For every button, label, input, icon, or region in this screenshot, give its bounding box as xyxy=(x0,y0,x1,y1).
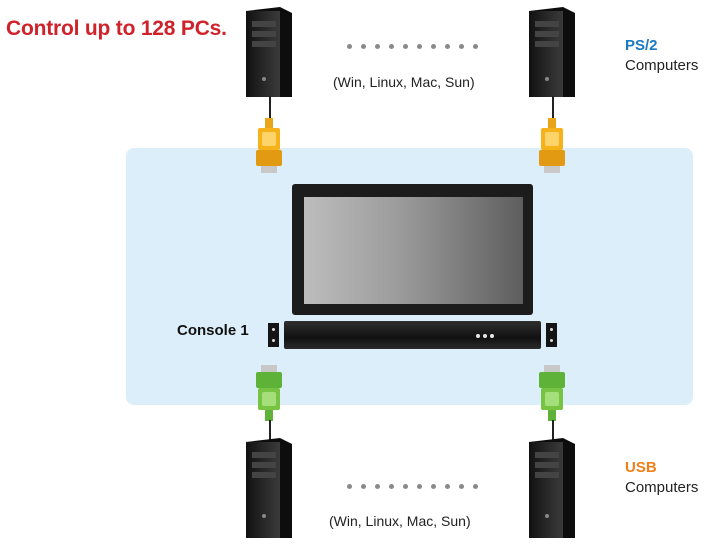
top-right-cable xyxy=(552,96,554,124)
tower-pc-icon xyxy=(529,7,575,97)
tower-pc-icon xyxy=(529,438,575,538)
vga-connector-icon xyxy=(256,118,282,173)
ps2-computers-label: PS/2 Computers xyxy=(625,36,698,76)
tower-pc-icon xyxy=(246,438,292,538)
usb-computers-text: Computers xyxy=(625,479,699,496)
os-label-top: (Win, Linux, Mac, Sun) xyxy=(333,74,475,90)
ps2-tag: PS/2 xyxy=(625,37,658,54)
tower-pc-icon xyxy=(246,7,292,97)
kvm-led xyxy=(490,334,494,338)
usb-tag: USB xyxy=(625,459,657,476)
rack-ear-left xyxy=(268,323,279,347)
more-computers-dots-top xyxy=(347,44,487,49)
ps2-computers-text: Computers xyxy=(625,57,699,74)
kvm-led xyxy=(476,334,480,338)
more-computers-dots-bottom xyxy=(347,484,487,489)
kvm-led xyxy=(483,334,487,338)
usb-computers-label: USB Computers xyxy=(625,458,698,498)
diagram-title: Control up to 128 PCs. xyxy=(6,17,227,40)
usb-connector-icon xyxy=(256,365,282,421)
console-label: Console 1 xyxy=(177,322,249,339)
monitor-screen xyxy=(304,197,523,304)
usb-connector-icon xyxy=(539,365,565,421)
rack-ear-right xyxy=(546,323,557,347)
bottom-right-cable xyxy=(552,420,554,442)
lcd-monitor-icon xyxy=(292,184,533,315)
kvm-drawer-icon xyxy=(284,321,541,349)
bottom-left-cable xyxy=(269,420,271,442)
vga-connector-icon xyxy=(539,118,565,173)
os-label-bottom: (Win, Linux, Mac, Sun) xyxy=(329,513,471,529)
top-left-cable xyxy=(269,96,271,124)
